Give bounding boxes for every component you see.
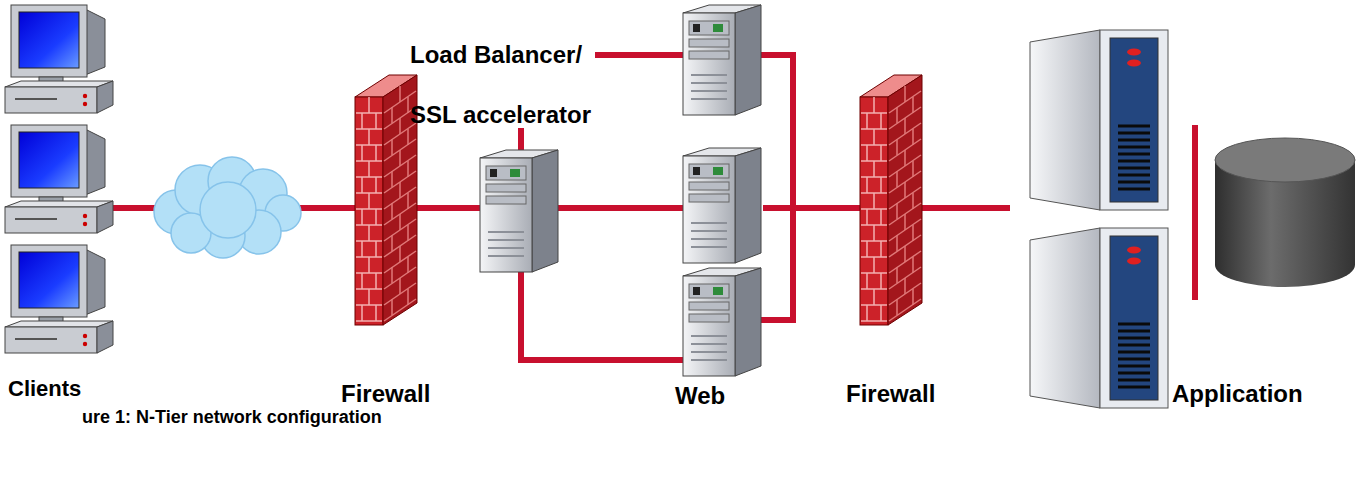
- network-link: [558, 205, 683, 211]
- load-balancer: Load Balancer/ SSL accelerator: [480, 150, 558, 272]
- firewall-wall: [860, 75, 922, 325]
- web-server-group: Web: [683, 5, 763, 376]
- wire: [1192, 125, 1198, 300]
- network-link: [417, 205, 480, 211]
- application-server: [1030, 30, 1168, 210]
- firewall-icon: [860, 75, 922, 325]
- tower-server: [480, 150, 558, 272]
- network-link: [763, 205, 860, 211]
- tier-label: Load Balancer/ SSL accelerator: [410, 25, 620, 145]
- tower-server: [683, 148, 761, 263]
- firewall-wall: [355, 75, 417, 325]
- client-computer: [5, 245, 113, 353]
- client-computer: [5, 125, 113, 233]
- application-tier: Application: [1010, 30, 1355, 410]
- tier-label: Web: [675, 382, 725, 410]
- client-group: Clients: [5, 5, 113, 355]
- internet-cloud: [154, 157, 301, 258]
- firewall: Firewall: [355, 75, 417, 325]
- web-server-group-icon: [683, 5, 763, 376]
- tier-label: Firewall: [341, 380, 430, 408]
- wire: [521, 266, 690, 360]
- database-cylinder: [1215, 138, 1355, 287]
- tier-label: Application: [1172, 380, 1303, 408]
- figure-caption: ure 1: N-Tier network configuration: [82, 406, 382, 428]
- application-tier-icon: [1010, 30, 1355, 410]
- tower-server: [683, 5, 761, 115]
- client-group-icon: [5, 5, 113, 355]
- client-computer: [5, 5, 113, 113]
- tier-label: Clients: [8, 375, 81, 403]
- tier-label: Firewall: [846, 380, 935, 408]
- application-server: [1030, 228, 1168, 408]
- network-link: [922, 205, 1010, 211]
- tower-server: [683, 268, 761, 376]
- wire: [595, 52, 690, 58]
- load-balancer-icon: [480, 150, 558, 272]
- firewall: Firewall: [860, 75, 922, 325]
- firewall-icon: [355, 75, 417, 325]
